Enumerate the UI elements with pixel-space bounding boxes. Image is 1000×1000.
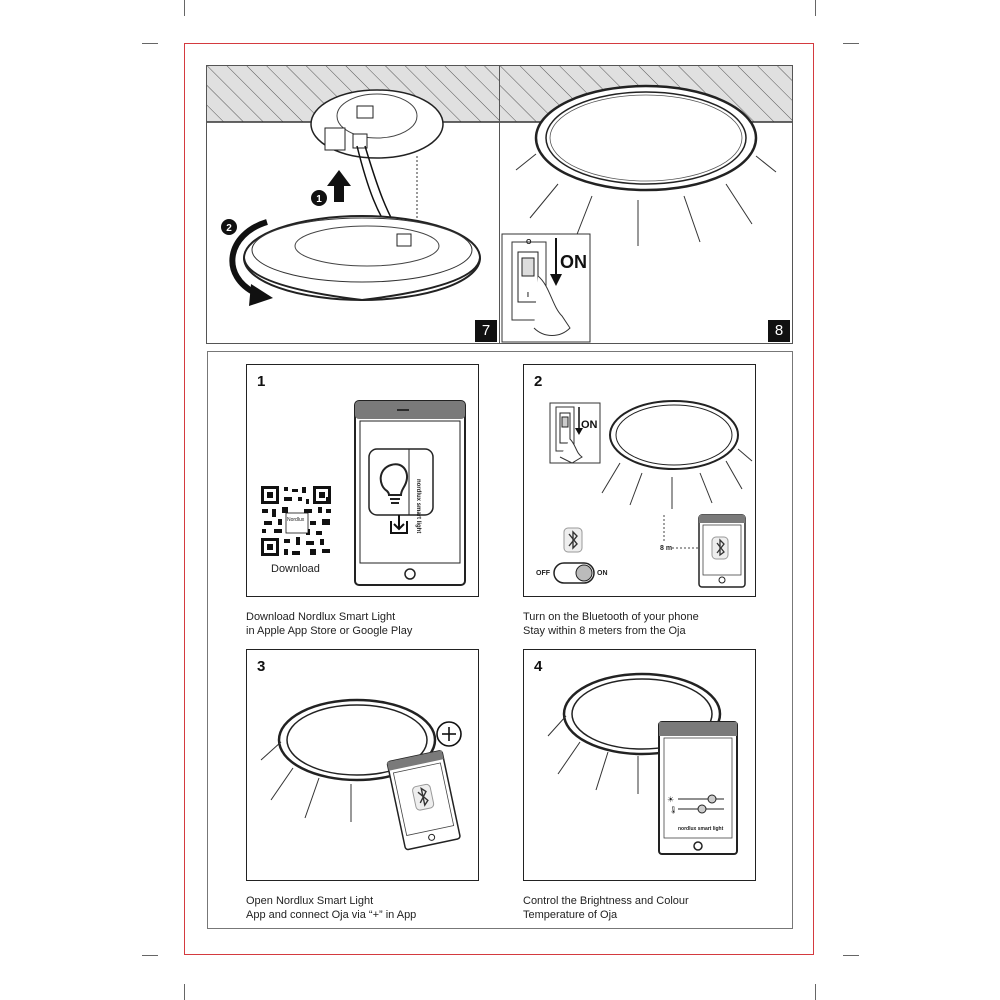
crop-mark	[843, 43, 859, 44]
setup-step-3: 3	[246, 649, 479, 881]
caption-line: Stay within 8 meters from the Oja	[523, 625, 686, 637]
crop-mark	[142, 43, 158, 44]
download-illustration	[260, 400, 466, 586]
crop-mark	[184, 0, 185, 16]
step-number: 2	[534, 373, 543, 390]
step-2-caption: Turn on the Bluetooth of your phone Stay…	[523, 610, 699, 638]
crop-mark	[815, 984, 816, 1000]
svg-text:1: 1	[316, 194, 322, 205]
switch-on-label: ON	[560, 252, 587, 272]
mounting-illustration: 1 2	[207, 66, 499, 306]
bluetooth-illustration	[549, 400, 753, 588]
step-number: 4	[534, 658, 543, 675]
step-1-caption: Download Nordlux Smart Light in Apple Ap…	[246, 610, 412, 638]
download-label: Download	[271, 563, 320, 575]
step-number-badge: 8	[768, 320, 790, 342]
svg-text:☀: ☀	[667, 795, 674, 804]
setup-step-2: 2 ON 8 m OFF ON	[523, 364, 756, 597]
crop-mark	[184, 984, 185, 1000]
crop-mark	[843, 955, 859, 956]
step-4-caption: Control the Brightness and Colour Temper…	[523, 894, 689, 922]
caption-line: Control the Brightness and Colour	[523, 895, 689, 907]
connect-illustration	[260, 698, 462, 851]
svg-text:2: 2	[226, 223, 232, 234]
step-number-badge: 7	[475, 320, 497, 342]
switch-on-illustration	[500, 66, 792, 343]
crop-mark	[142, 955, 158, 956]
step-3-caption: Open Nordlux Smart Light App and connect…	[246, 894, 416, 922]
setup-step-1: 1 Nordlux Download nordlux smart light	[246, 364, 479, 597]
panel-step-8: O I ON 8	[499, 65, 793, 344]
toggle-on-label: ON	[597, 570, 608, 577]
caption-line: in Apple App Store or Google Play	[246, 625, 413, 637]
control-illustration: ☀ 🌡	[547, 672, 738, 855]
toggle-off-label: OFF	[536, 570, 550, 577]
qr-brand-label: Nordlux	[287, 517, 305, 523]
caption-line: App and connect Oja via “+” in App	[246, 909, 417, 921]
app-name-label: nordlux smart light	[415, 479, 421, 534]
page-border	[184, 43, 814, 955]
svg-text:🌡: 🌡	[669, 806, 678, 814]
caption-line: Temperature of Oja	[523, 909, 618, 921]
distance-label: 8 m	[660, 545, 673, 552]
crop-mark	[815, 0, 816, 16]
app-setup-section	[207, 351, 793, 929]
caption-line: Open Nordlux Smart Light	[246, 895, 374, 907]
app-name-label: nordlux smart light	[678, 826, 724, 832]
qr-code	[260, 485, 332, 557]
panel-step-7: 1 2 7	[206, 65, 500, 344]
setup-step-4: ☀ 🌡 4 nordlux smart light	[523, 649, 756, 881]
switch-position-off: O	[526, 239, 532, 246]
step-number: 3	[257, 658, 266, 675]
switch-position-on: I	[527, 292, 529, 299]
caption-line: Download Nordlux Smart Light	[246, 611, 396, 623]
switch-on-label: ON	[581, 419, 598, 431]
caption-line: Turn on the Bluetooth of your phone	[523, 611, 699, 623]
step-number: 1	[257, 373, 266, 390]
